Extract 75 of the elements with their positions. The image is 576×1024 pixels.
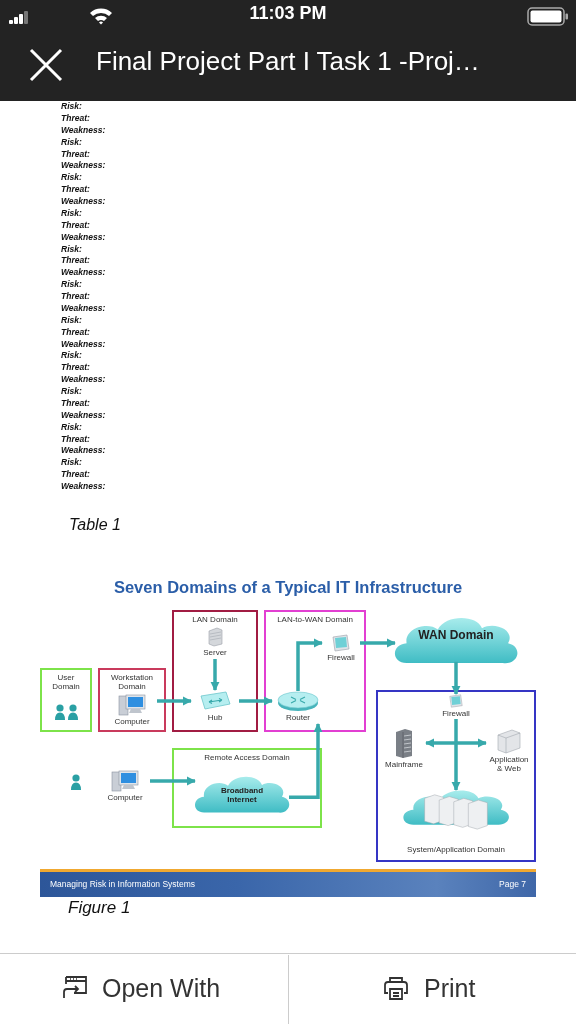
arrow — [210, 659, 220, 691]
weakness-field-label: Weakness: — [61, 232, 106, 242]
threat-field-label: Threat: — [61, 398, 90, 409]
weakness-field-label: Weakness: — [61, 375, 106, 385]
weakness-field-label: Weakness: — [61, 197, 106, 207]
arrow — [157, 696, 192, 706]
threat-field-label: Threat: — [61, 292, 90, 302]
threat-field-label: Threat: — [61, 470, 90, 480]
risk-field-label: Risk: — [61, 351, 82, 361]
cloud-label: Broadband Internet — [219, 787, 265, 805]
weakness-field-label: Weakness: — [61, 268, 106, 278]
risk-field-label: Risk: — [61, 315, 82, 326]
device-label: Server — [203, 648, 227, 658]
figure-title: Seven Domains of a Typical IT Infrastructure — [112, 578, 464, 597]
weakness-field-label: Weakness: — [61, 125, 106, 136]
domain-box — [172, 748, 322, 828]
table-caption: Table 1 — [69, 516, 121, 534]
device-label: Firewall — [327, 653, 355, 663]
weakness-field-label: Weakness: — [61, 410, 106, 421]
domain-box — [40, 668, 92, 732]
arrow — [296, 638, 323, 691]
cloud-label: WAN Domain — [417, 628, 495, 643]
risk-field-label: Risk: — [61, 422, 82, 432]
print-button: Print — [382, 968, 476, 1008]
domain-label: System/Application Domain — [406, 844, 506, 854]
risk-field-label: Risk: — [61, 137, 82, 147]
arrow — [425, 738, 487, 748]
document-title: Final Project Part I Task 1 -Proj… — [96, 47, 481, 76]
status-time: 11:03 PM — [248, 4, 328, 24]
arrow — [239, 696, 273, 706]
threat-field-label: Threat: — [61, 434, 90, 444]
device-label: Mainframe — [385, 760, 423, 770]
domain-label: LAN-to-WAN Domain — [276, 615, 354, 625]
device-label: Hub — [207, 713, 223, 723]
arrow — [289, 723, 323, 800]
arrow — [150, 776, 196, 786]
weakness-field-label: Weakness: — [61, 161, 106, 171]
threat-field-label: Threat: — [61, 327, 90, 337]
weakness-field-label: Weakness: — [61, 446, 106, 456]
footer-title: Managing Risk in Information Systems — [50, 879, 196, 889]
device-label: Computer — [107, 793, 143, 803]
risk-field-label: Risk: — [61, 244, 82, 254]
arrow — [451, 719, 461, 791]
threat-field-label: Threat: — [61, 113, 90, 124]
domain-box — [98, 668, 166, 732]
domain-box — [172, 610, 258, 732]
figure-caption: Figure 1 — [68, 899, 131, 918]
threat-field-label: Threat: — [61, 363, 90, 373]
threat-field-label: Threat: — [61, 149, 90, 159]
domain-label: Workstation Domain — [109, 673, 155, 692]
domain-label: LAN Domain — [191, 615, 239, 625]
weakness-field-label: Weakness: — [61, 339, 106, 349]
threat-field-label: Threat: — [61, 185, 90, 195]
open-with-button: Open With — [60, 968, 221, 1008]
device-label: Computer — [114, 717, 150, 727]
risk-field-label: Risk: — [61, 458, 82, 468]
risk-field-label: Risk: — [61, 102, 82, 112]
weakness-field-label: Weakness: — [61, 303, 106, 314]
page-number: Page 7 — [499, 879, 526, 889]
threat-field-label: Threat: — [61, 220, 90, 231]
domain-box — [264, 610, 366, 732]
arrow — [451, 661, 461, 695]
risk-field-label: Risk: — [61, 208, 82, 219]
domain-label: Remote Access Domain — [203, 753, 291, 763]
domain-box — [376, 690, 536, 862]
weakness-field-label: Weakness: — [61, 482, 106, 492]
device-label: Application & Web — [488, 755, 530, 774]
device-label: Router — [286, 713, 310, 723]
risk-field-label: Risk: — [61, 173, 82, 183]
device-label: Firewall — [442, 709, 470, 719]
domain-label: User Domain — [51, 673, 81, 692]
arrow — [360, 638, 396, 648]
risk-field-label: Risk: — [61, 280, 82, 290]
threat-field-label: Threat: — [61, 256, 90, 266]
risk-field-label: Risk: — [61, 387, 82, 397]
